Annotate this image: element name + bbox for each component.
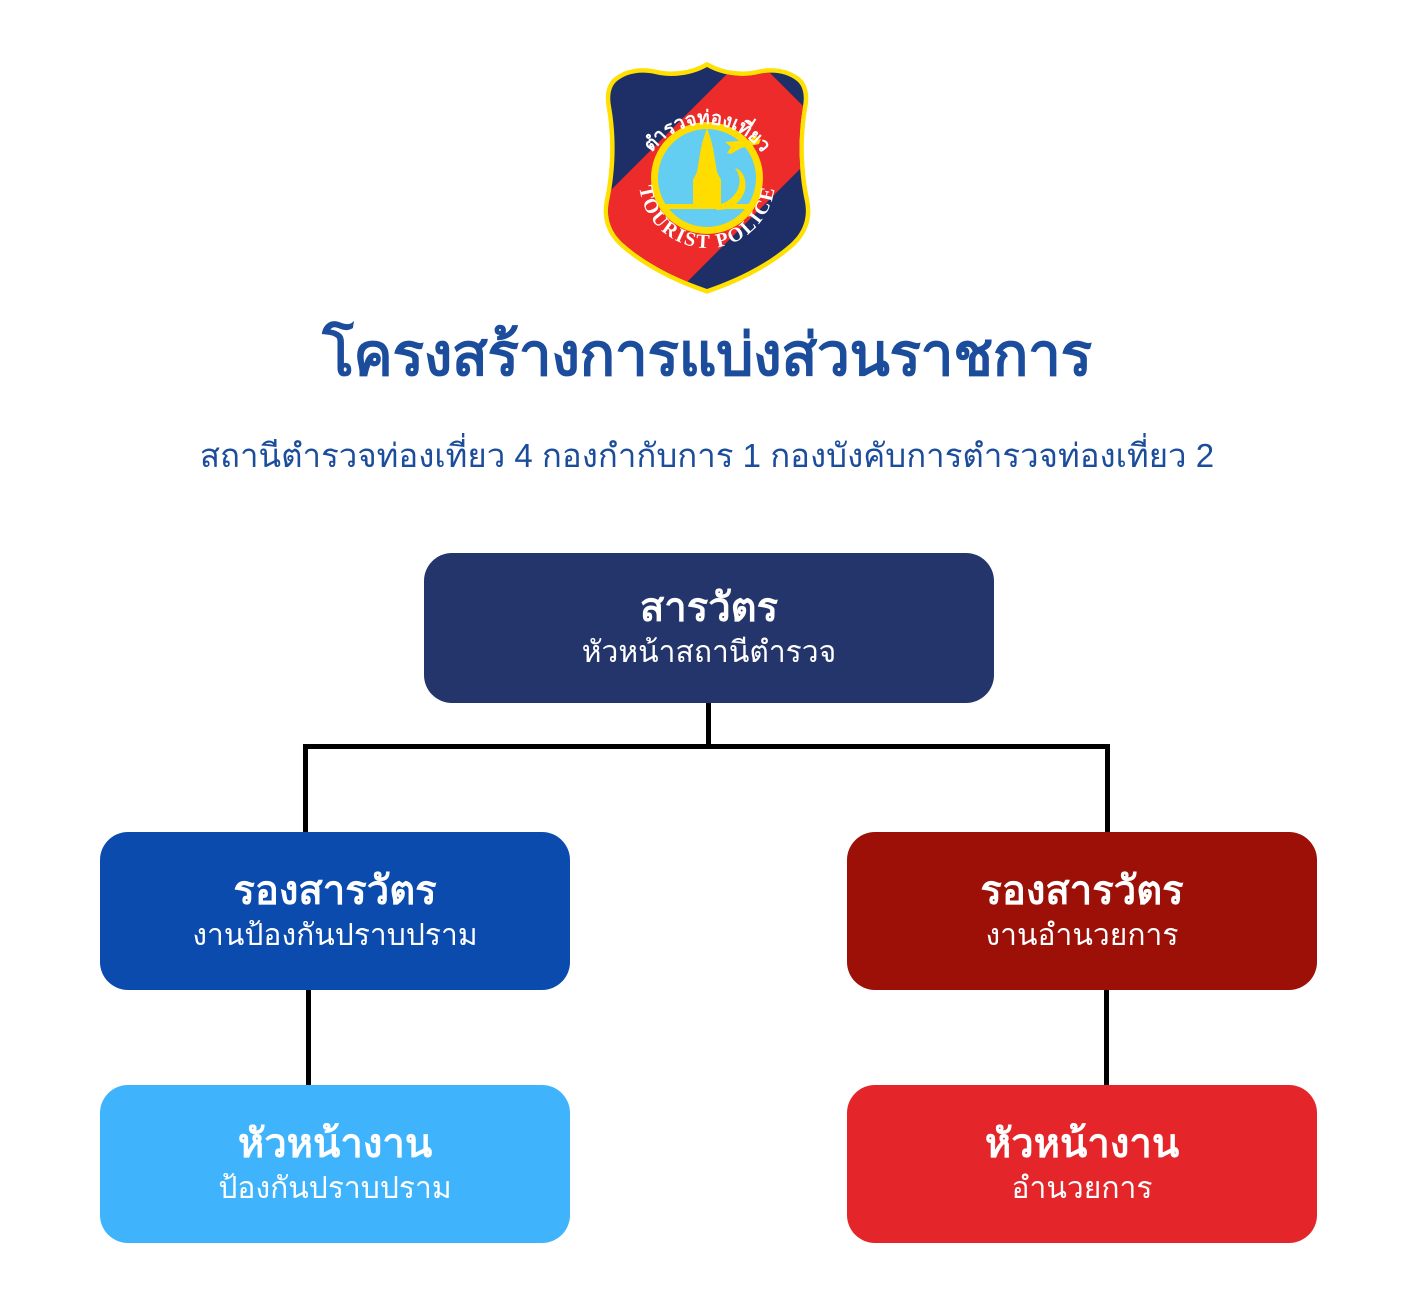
org-node-title: หัวหน้างาน — [237, 1121, 433, 1166]
connector-horizontal-bus — [303, 744, 1110, 749]
org-node-subtitle: ป้องกันปราบปราม — [218, 1172, 452, 1206]
org-node-title: รองสารวัตร — [980, 868, 1184, 913]
org-node-subtitle: หัวหน้าสถานีตำรวจ — [581, 636, 837, 670]
org-node-subtitle: อำนวยการ — [1011, 1172, 1153, 1206]
connector-left-drop — [303, 744, 308, 836]
org-node-deputy-prevention[interactable]: รองสารวัตร งานป้องกันปราบปราม — [100, 832, 570, 990]
org-node-chief-administration[interactable]: หัวหน้างาน อำนวยการ — [847, 1085, 1317, 1243]
page-title: โครงสร้างการแบ่งส่วนราชการ — [322, 322, 1092, 388]
connector-right-mid-to-lead — [1104, 988, 1109, 1088]
org-node-title: สารวัตร — [639, 585, 779, 630]
org-node-title: หัวหน้างาน — [984, 1121, 1180, 1166]
org-node-deputy-administration[interactable]: รองสารวัตร งานอำนวยการ — [847, 832, 1317, 990]
tourist-police-shield-badge: ตำรวจท่องเที่ยว TOURIST POLICE — [603, 62, 811, 294]
org-node-title: รองสารวัตร — [233, 868, 437, 913]
org-node-subtitle: งานอำนวยการ — [985, 919, 1179, 953]
tourist-police-logo: ตำรวจท่องเที่ยว TOURIST POLICE — [0, 62, 1414, 294]
org-node-commander[interactable]: สารวัตร หัวหน้าสถานีตำรวจ — [424, 553, 994, 703]
page-subtitle: สถานีตำรวจท่องเที่ยว 4 กองกำกับการ 1 กอง… — [199, 437, 1215, 474]
connector-left-mid-to-lead — [306, 988, 311, 1088]
connector-right-drop — [1105, 744, 1110, 836]
connector-root-stem — [706, 702, 711, 748]
org-node-chief-prevention[interactable]: หัวหน้างาน ป้องกันปราบปราม — [100, 1085, 570, 1243]
org-node-subtitle: งานป้องกันปราบปราม — [192, 919, 478, 953]
